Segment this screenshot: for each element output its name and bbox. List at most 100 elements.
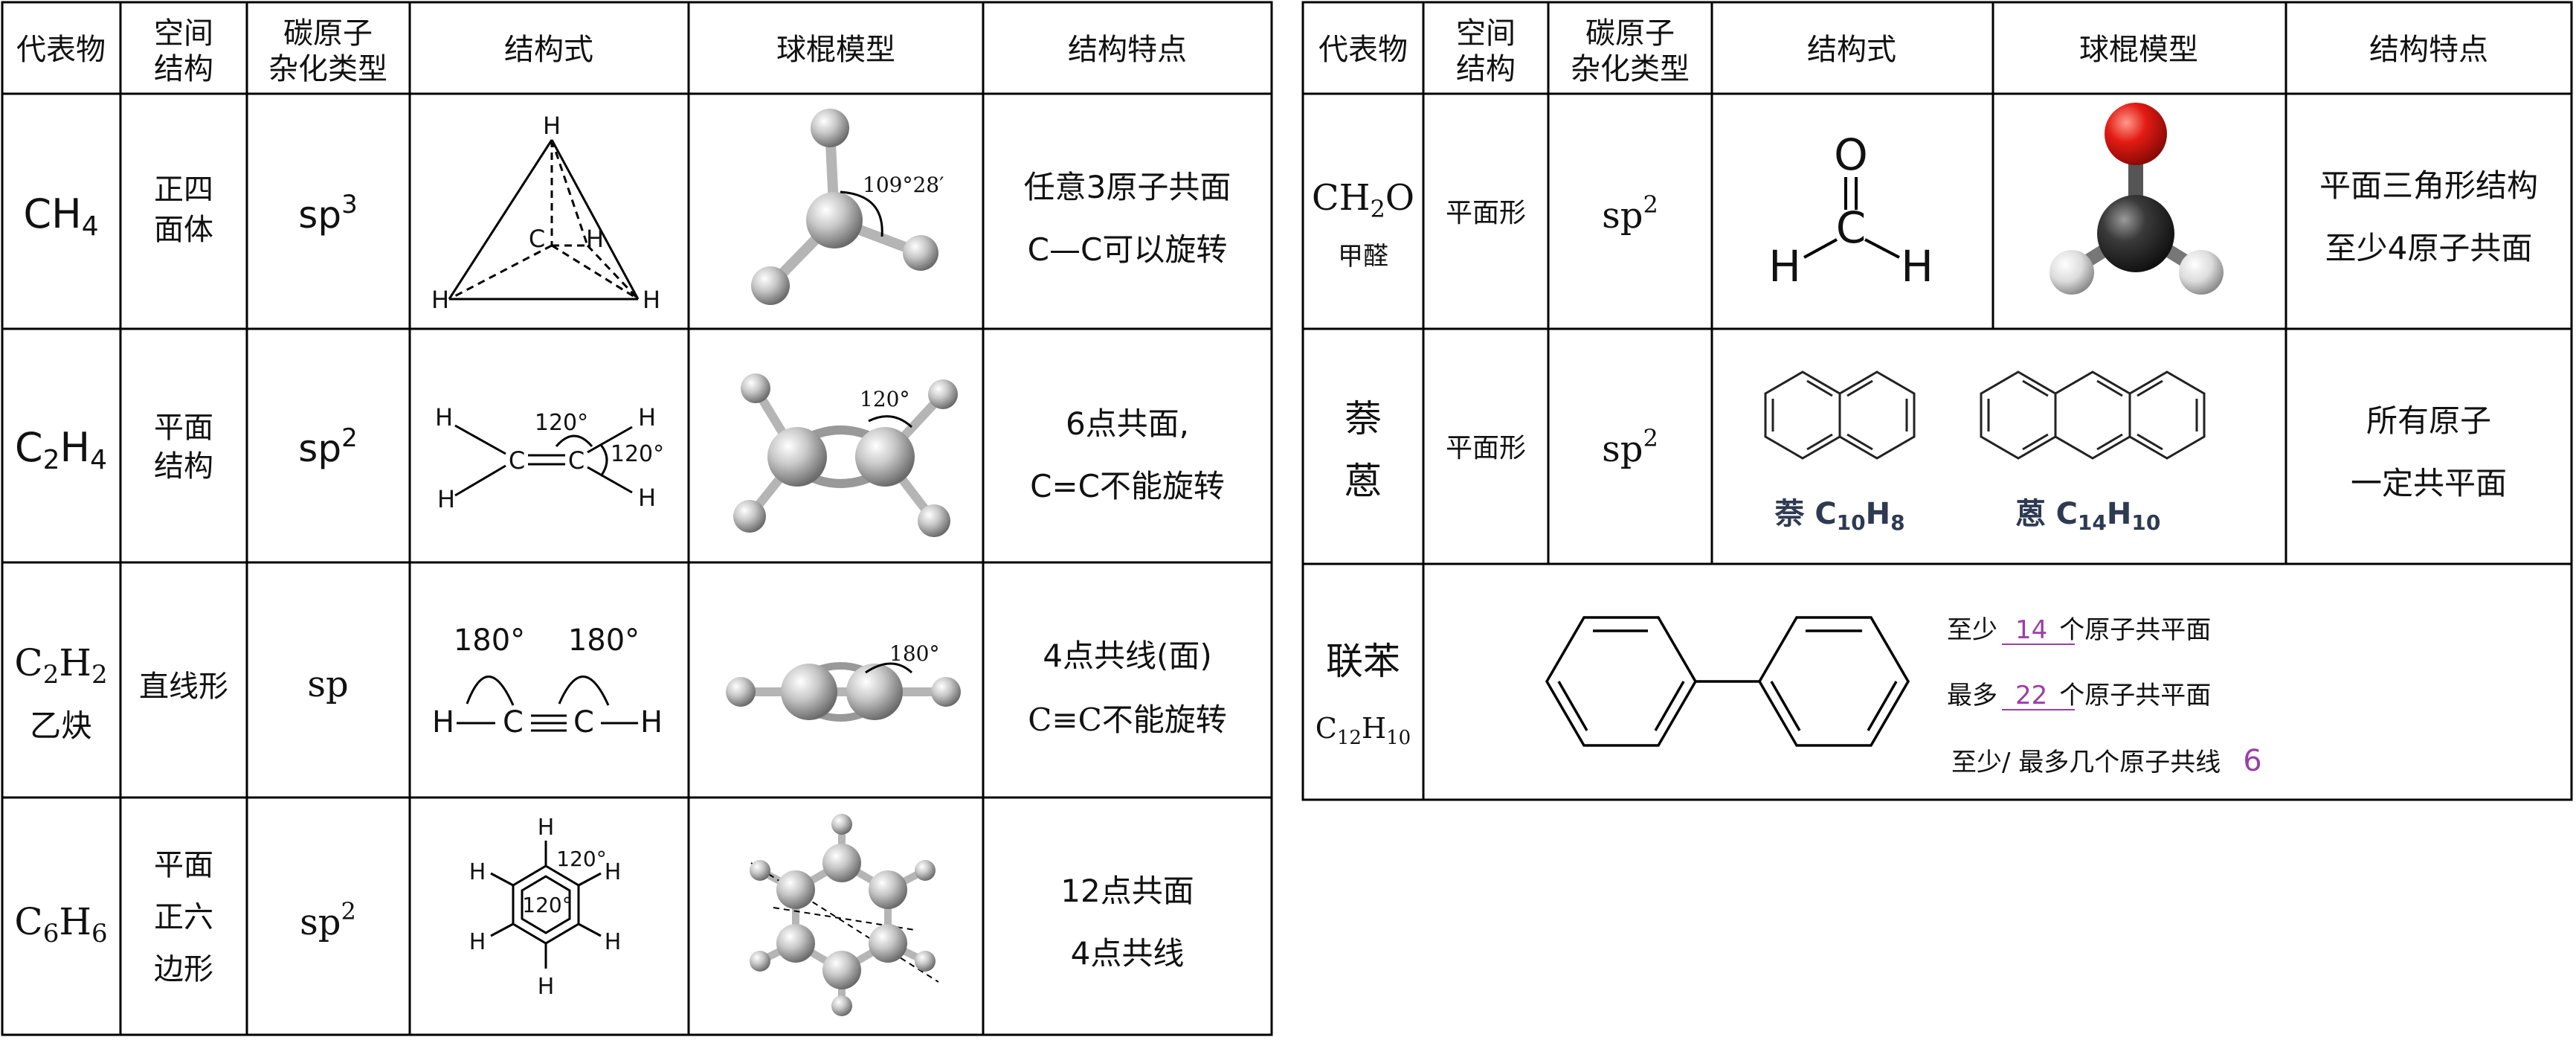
feature-c6h6-2: 4点共线 (1071, 935, 1185, 972)
right-table-grid (1301, 1, 2573, 801)
representative-anthracene: 蒽 (1345, 460, 1382, 503)
c2h2-c1: C (503, 705, 524, 739)
header-hybrid-1: 碳原子 (283, 16, 373, 51)
ch2o-h-right: H (1901, 241, 1933, 292)
hybrid-c6h6: sp2 (300, 897, 356, 943)
formula-c2h4: H H C C H H 120° 120° (435, 403, 664, 513)
r-header-features: 结构特点 (2369, 33, 2488, 67)
ch4-c: C (529, 225, 545, 253)
ch4-h-right: H (643, 286, 660, 314)
c6h6-h2: H (605, 859, 622, 885)
hybrid-naphthalene: sp2 (1602, 424, 1658, 470)
ch2o-c: C (1836, 202, 1867, 253)
header-representative: 代表物 (16, 33, 106, 67)
c2h2-h-left: H (432, 705, 454, 739)
row-naphthalene: 萘 蒽 平面形 sp2 (1345, 370, 2507, 535)
c6h6-angle-2: 120° (522, 893, 572, 917)
hybrid-ch2o: sp2 (1602, 190, 1658, 237)
ch4-h-left: H (431, 286, 449, 314)
answer-collinear: 6 (2243, 744, 2261, 778)
representative-sub-c2h2: 乙炔 (30, 707, 92, 744)
row-c2h4: C2H4 平面 结构 sp2 H H C (15, 373, 1225, 537)
right-header-row: 代表物 空间 结构 碳原子 杂化类型 结构式 球棍模型 结构特点 (1318, 16, 2488, 86)
header-model: 球棍模型 (776, 33, 895, 67)
feature-naphthalene-1: 所有原子 (2366, 402, 2491, 439)
left-table-grid (1, 1, 1273, 1036)
hybrid-c2h4: sp2 (298, 423, 357, 470)
feature-ch2o-1: 平面三角形结构 (2319, 167, 2538, 204)
c2h4-h-tr: H (638, 403, 656, 431)
c2h4-h-bl: H (437, 485, 455, 513)
header-formula: 结构式 (504, 33, 593, 67)
model-c2h2: 180° (726, 641, 961, 722)
representative-c6h6: C6H6 (14, 900, 107, 949)
r-header-formula: 结构式 (1807, 33, 1896, 67)
feature-ch4-2: C—C可以旋转 (1028, 231, 1228, 268)
left-header-row: 代表物 空间 结构 碳原子 杂化类型 结构式 球棍模型 结构特点 (16, 16, 1187, 86)
model-ch2o (2049, 103, 2224, 295)
structure-c6h6-2: 正六 (154, 900, 213, 934)
c2h4-angle-2: 120° (611, 441, 664, 467)
feature-c2h4-1: 6点共面, (1066, 405, 1189, 442)
row-ch4: CH4 正四 面体 sp3 H C (23, 109, 1231, 314)
formula-biphenyl (1545, 616, 1910, 747)
formula-c6h6: H H H H H H 120° 120° (469, 815, 622, 1000)
c2h2-c2: C (573, 705, 594, 739)
c2h4-angle-1: 120° (535, 410, 588, 436)
model-angle-c2h4: 120° (860, 387, 909, 411)
formula-naphthalene (1764, 370, 1916, 460)
model-ch4: 109°28′ (751, 109, 944, 305)
c2h4-c1: C (509, 446, 525, 475)
right-table: 代表物 空间 结构 碳原子 杂化类型 结构式 球棍模型 结构特点 CH2O 甲醛… (1301, 1, 2573, 801)
r-header-representative: 代表物 (1318, 33, 1408, 67)
row-c6h6: C6H6 平面 正六 边形 sp2 H H H (14, 814, 1194, 1016)
hybrid-c2h2: sp (307, 664, 348, 705)
structure-c6h6-3: 边形 (154, 952, 213, 986)
header-spatial-1: 空间 (154, 16, 213, 51)
formula-c2h2: 180° 180° H C C H (432, 623, 663, 739)
caption-naphthalene: 萘 C10H8 (1774, 497, 1904, 535)
formula-ch4: H C H H H (431, 112, 660, 314)
c2h2-angle-2: 180° (568, 623, 640, 658)
row-c2h2: C2H2 乙炔 直线形 sp 180° 180° H C (14, 623, 1226, 744)
ch4-h-top: H (543, 112, 561, 140)
header-features: 结构特点 (1068, 33, 1187, 67)
feature-ch2o-2: 至少4原子共面 (2325, 230, 2533, 266)
r-header-hybrid-2: 杂化类型 (1571, 52, 1690, 86)
formula-ch2o: O C H H (1768, 129, 1933, 292)
c6h6-h5: H (469, 929, 486, 955)
representative-naphthalene: 萘 (1345, 397, 1382, 440)
feature-c2h2-1: 4点共线(面) (1043, 638, 1212, 674)
structure-ch4-1: 正四 (154, 173, 213, 207)
c2h4-c2: C (568, 446, 585, 475)
structure-c2h4-1: 平面 (154, 411, 213, 445)
feature-c6h6-1: 12点共面 (1060, 873, 1194, 909)
left-table: 代表物 空间 结构 碳原子 杂化类型 结构式 球棍模型 结构特点 CH4 正四 … (1, 1, 1273, 1036)
r-header-model: 球棍模型 (2079, 33, 2198, 67)
representative-biphenyl: 联苯 (1326, 640, 1400, 683)
structure-ch2o: 平面形 (1446, 198, 1526, 228)
c6h6-h4: H (538, 974, 555, 1000)
c2h2-angle-1: 180° (454, 623, 525, 658)
formula-anthracene (1980, 370, 2206, 460)
caption-anthracene: 蒽 C14H10 (2016, 497, 2161, 535)
feature-naphthalene-2: 一定共平面 (2351, 465, 2507, 501)
c2h4-h-tl: H (435, 403, 453, 431)
structure-c2h4-2: 结构 (154, 449, 213, 484)
model-angle-c2h2: 180° (889, 641, 939, 666)
c2h4-h-br: H (638, 484, 656, 512)
c6h6-h3: H (605, 929, 622, 955)
feature-c2h4-2: C=C不能旋转 (1030, 468, 1225, 504)
representative-ch4: CH4 (23, 190, 98, 242)
structure-c2h2: 直线形 (139, 670, 228, 704)
model-c6h6 (750, 814, 939, 1016)
representative-sub-biphenyl: C12H10 (1316, 712, 1411, 749)
hybrid-ch4: sp3 (298, 190, 357, 237)
model-angle-ch4: 109°28′ (863, 173, 944, 197)
structure-ch4-2: 面体 (154, 213, 213, 247)
header-spatial-2: 结构 (154, 52, 213, 86)
